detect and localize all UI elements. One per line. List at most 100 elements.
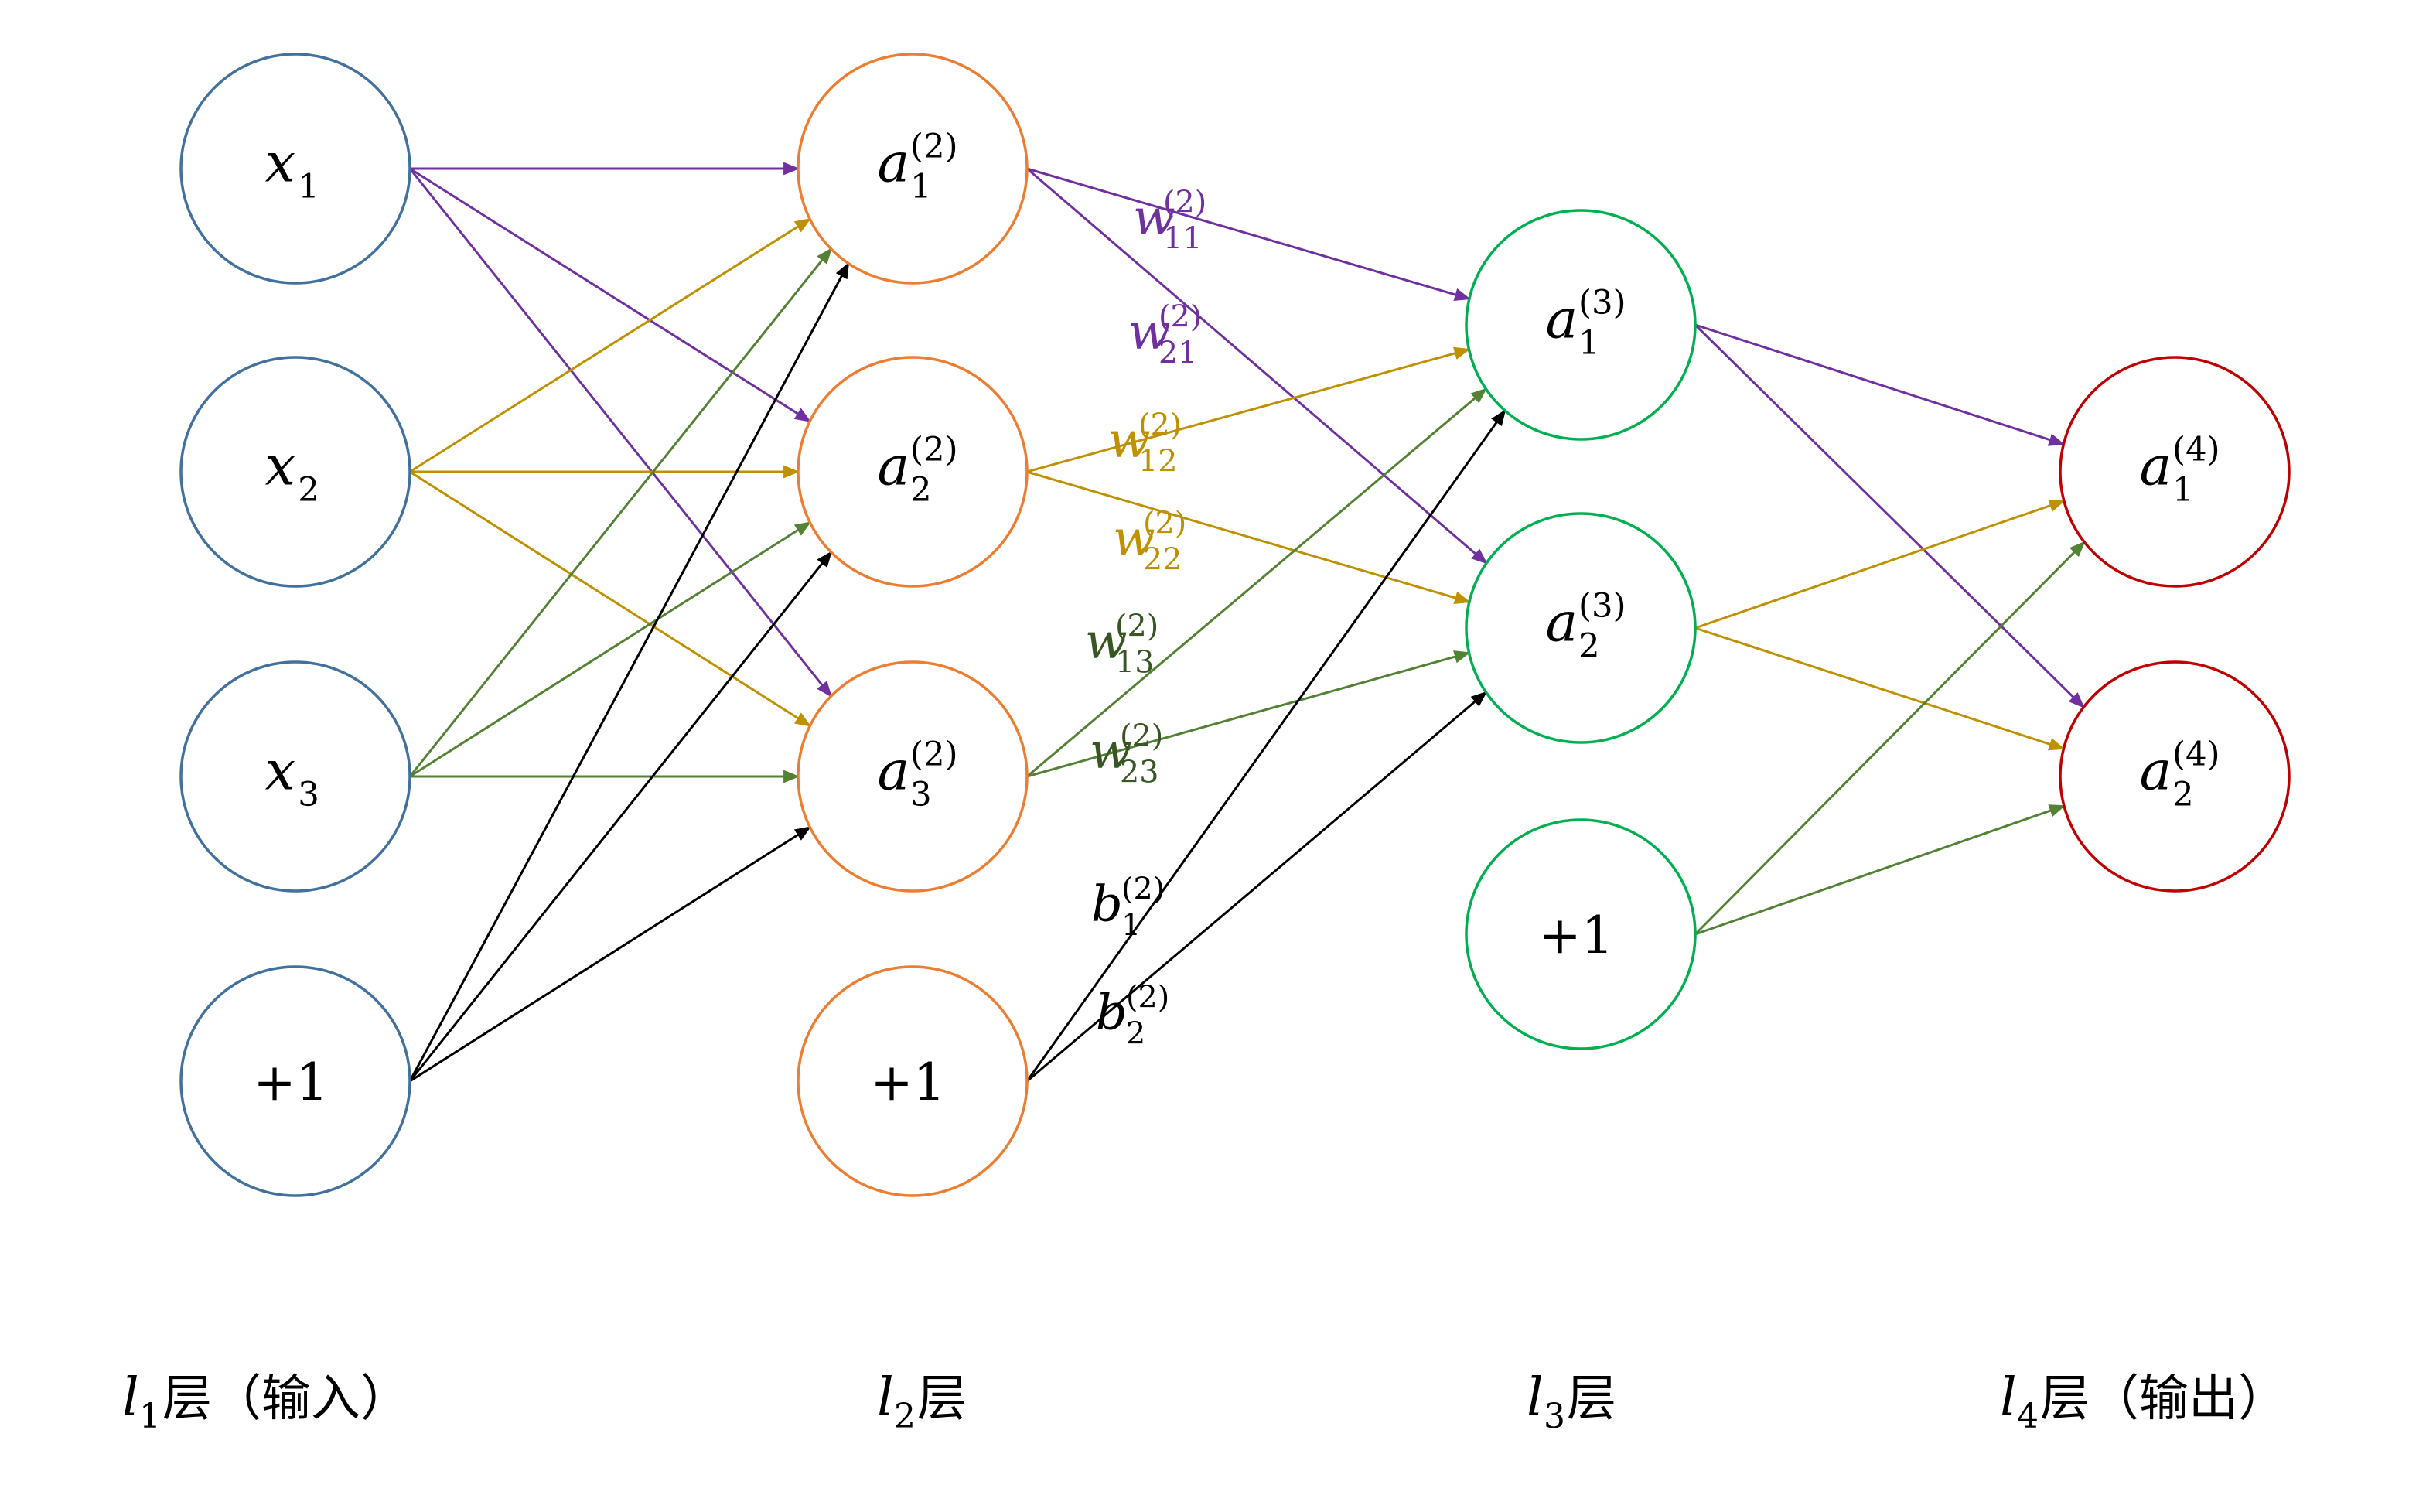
node-label-x2-subscript: 2 [298, 470, 319, 509]
weight-label-w21-var: w [1128, 303, 1171, 360]
weight-label-bb2-superscript: (2) [1126, 979, 1169, 1015]
weight-label-w22-superscript: (2) [1143, 505, 1186, 541]
edge-a21-to-a32 [1026, 167, 1488, 565]
node-label-a22-subscript: 2 [910, 470, 932, 509]
edges [408, 162, 2086, 1083]
layer-label-l4-text: 层（输出） [2040, 1370, 2288, 1428]
node-b3: +1 [1465, 818, 1697, 1050]
layer-label-l1-text: 层（输入） [162, 1370, 410, 1428]
weight-label-bb1: b1(2) [1091, 871, 1165, 943]
node-label-a21-var: a [877, 131, 909, 194]
weight-label-w23-var: w [1090, 722, 1132, 780]
node-label-b1: +1 [253, 1053, 328, 1112]
node-label-a31-var: a [1545, 287, 1578, 350]
node-b2: +1 [797, 965, 1029, 1197]
weight-label-bb2-subscript: 2 [1126, 1016, 1145, 1052]
layer-label-l4-var: l [2000, 1367, 2017, 1428]
edge-b1-to-a23 [409, 826, 812, 1083]
weight-label-w11-var: w [1133, 189, 1175, 246]
node-circle-x3 [179, 660, 411, 893]
node-circle-a31 [1465, 209, 1697, 441]
weight-label-w13: w13(2) [1085, 608, 1158, 680]
edge-x3-to-a22 [409, 521, 812, 778]
weight-label-bb1-var: b [1091, 875, 1123, 933]
node-label-x3-subscript: 3 [298, 775, 319, 814]
node-label-a42-subscript: 2 [2172, 775, 2194, 814]
node-label-a31-subscript: 1 [1578, 323, 1600, 362]
edge-x3-to-a21 [408, 247, 832, 777]
edge-a21-to-a31 [1026, 167, 1471, 302]
node-circle-b2 [797, 965, 1029, 1197]
node-label-a42-superscript: (4) [2172, 736, 2220, 774]
node-label-a41-var: a [2139, 434, 2172, 497]
edge-b2-to-a31 [1025, 409, 1506, 1082]
weight-label-w21-subscript: 21 [1158, 336, 1197, 371]
node-label-a32-superscript: (3) [1578, 587, 1626, 626]
layer-label-l2-text: 层 [917, 1370, 967, 1428]
weight-label-w12-subscript: 12 [1138, 444, 1177, 480]
edge-x1-to-a23 [408, 168, 832, 698]
edge-b3-to-a42 [1694, 804, 2066, 936]
node-label-a21-subscript: 1 [910, 167, 932, 206]
node-circle-a22 [797, 356, 1029, 588]
node-circle-x1 [179, 53, 411, 285]
node-label-x1-var: x [265, 131, 295, 194]
node-circle-b1 [179, 965, 411, 1197]
edge-a32-to-a42 [1694, 626, 2066, 751]
node-label-x1-subscript: 1 [298, 167, 319, 206]
layer-label-l1-var: l [122, 1367, 139, 1428]
weight-label-w12: w12(2) [1108, 407, 1182, 479]
weight-label-w11-superscript: (2) [1163, 184, 1206, 220]
layer-label-l3-var: l [1527, 1367, 1544, 1428]
edge-b1-to-a22 [408, 551, 832, 1082]
weight-label-bb1-superscript: (2) [1121, 871, 1165, 906]
node-b1: +1 [179, 965, 411, 1197]
layer-label-l2-subscript: 2 [894, 1397, 916, 1436]
edge-x2-to-a23 [409, 470, 812, 727]
node-label-a32-subscript: 2 [1578, 626, 1600, 665]
node-circle-a42 [2059, 660, 2291, 893]
weight-label-w22-var: w [1113, 510, 1155, 567]
layer-label-l2-var: l [877, 1367, 894, 1428]
weight-label-w11-subscript: 11 [1163, 221, 1202, 257]
weight-label-w22-subscript: 22 [1143, 542, 1182, 578]
weight-label-w22: w22(2) [1113, 505, 1186, 577]
weight-label-w21: w21(2) [1128, 299, 1202, 370]
edge-a32-to-a41 [1694, 499, 2066, 630]
node-label-a23-superscript: (2) [910, 736, 957, 774]
weight-label-w13-superscript: (2) [1115, 608, 1158, 643]
node-label-a22-var: a [877, 434, 909, 497]
weight-label-w11: w11(2) [1133, 184, 1206, 256]
weight-label-bb2: b2(2) [1096, 979, 1169, 1051]
weight-label-w23: w23(2) [1090, 718, 1163, 790]
node-circle-a32 [1465, 512, 1697, 744]
weight-labels: w11(2)w21(2)w12(2)w22(2)w13(2)w23(2)b1(2… [1085, 184, 1206, 1051]
node-circle-a41 [2059, 356, 2291, 588]
edge-x2-to-a21 [409, 217, 811, 473]
weight-label-w12-var: w [1108, 411, 1151, 469]
node-circle-b3 [1465, 818, 1697, 1050]
edge-a23-to-a31 [1026, 387, 1487, 778]
